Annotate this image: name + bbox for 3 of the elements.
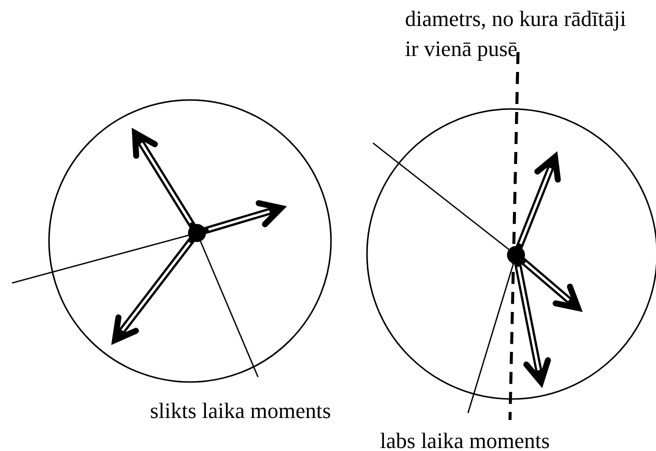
time-label: labs laika moments [380,427,551,451]
diameter-note: diametrs, no kura rādītāji ir vienā pusē [405,5,628,63]
time-label: slikts laika moments [150,397,332,425]
